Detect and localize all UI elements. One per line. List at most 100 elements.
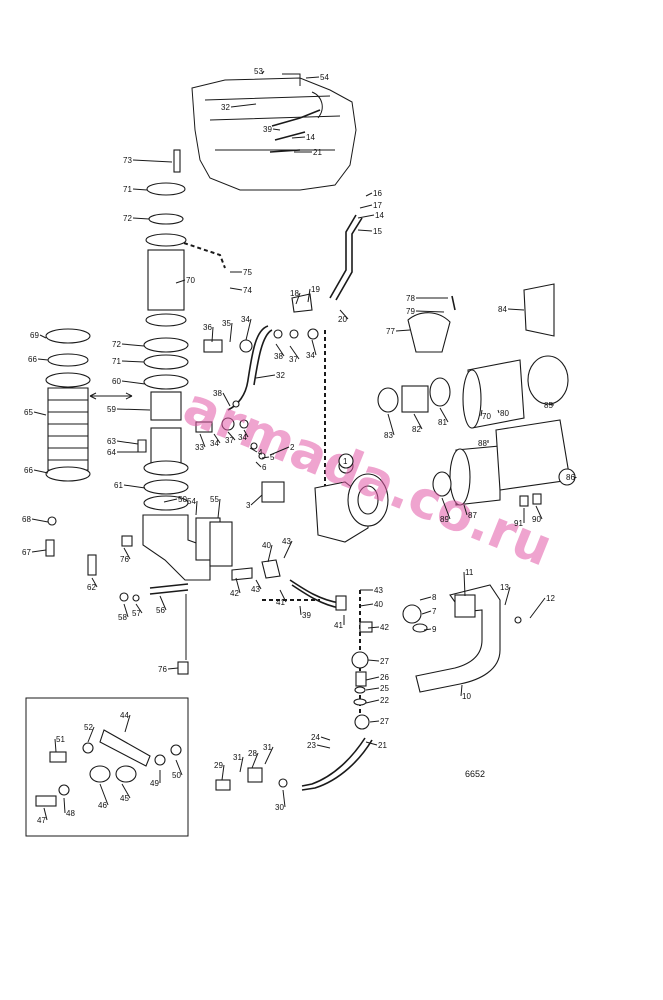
- callout-2: 2: [290, 443, 295, 452]
- leader-line-72: [121, 343, 145, 347]
- leader-line-77: [395, 329, 411, 332]
- leader-line-10: [460, 684, 463, 697]
- callout-14: 14: [375, 211, 384, 220]
- leader-line-59: [116, 408, 151, 411]
- callout-17: 17: [373, 201, 382, 210]
- callout-45: 45: [120, 794, 129, 803]
- callout-69: 69: [30, 331, 39, 340]
- callout-27: 27: [380, 717, 389, 726]
- leader-line-69: [39, 334, 47, 339]
- leader-line-19: [307, 288, 311, 303]
- leader-line-36: [211, 326, 214, 343]
- leader-line-55: [217, 498, 221, 519]
- callout-3: 3: [246, 501, 251, 510]
- leader-line-89: [441, 497, 451, 520]
- leader-line-35: [229, 322, 233, 343]
- callout-71: 71: [112, 357, 121, 366]
- callout-41: 41: [334, 621, 343, 630]
- callout-89: 89: [440, 515, 449, 524]
- leader-line-34: [213, 433, 221, 444]
- leader-line-51: [54, 738, 57, 753]
- leader-line-82: [413, 413, 423, 430]
- callout-38: 38: [213, 389, 222, 398]
- callout-71: 71: [123, 185, 132, 194]
- leader-line-81: [439, 407, 449, 423]
- callout-29: 29: [214, 761, 223, 770]
- callout-48: 48: [66, 809, 75, 818]
- callout-9: 9: [432, 625, 437, 634]
- callout-43: 43: [282, 537, 291, 546]
- leader-line-54: [195, 500, 198, 516]
- leader-line-9: [423, 628, 432, 631]
- callout-28: 28: [248, 749, 257, 758]
- leader-line-54: [305, 76, 320, 79]
- callout-35: 35: [222, 319, 231, 328]
- callout-21: 21: [378, 741, 387, 750]
- callout-4: 4: [258, 448, 263, 457]
- callout-76: 76: [120, 555, 129, 564]
- callout-77: 77: [386, 327, 395, 336]
- water-pipe: [402, 584, 522, 693]
- callout-58: 58: [118, 613, 127, 622]
- callout-49: 49: [150, 779, 159, 788]
- callout-52: 52: [84, 723, 93, 732]
- callout-19: 19: [311, 285, 320, 294]
- leader-line-50: [163, 498, 178, 503]
- callout-34: 34: [210, 439, 219, 448]
- leader-line-61: [123, 484, 146, 489]
- leader-line-32: [230, 103, 257, 108]
- callout-86: 86: [566, 473, 575, 482]
- callout-60: 60: [112, 377, 121, 386]
- callout-57: 57: [132, 609, 141, 618]
- callout-13: 13: [500, 583, 509, 592]
- callout-42: 42: [380, 623, 389, 632]
- lower-fittings: [195, 293, 373, 791]
- leader-line-18: [295, 292, 301, 305]
- leader-line-65: [33, 411, 47, 416]
- leader-line-47: [43, 807, 48, 821]
- callout-51: 51: [56, 735, 65, 744]
- leader-line-66: [33, 469, 49, 474]
- leader-line-43: [255, 579, 262, 590]
- drawing-number: 6652: [465, 769, 485, 779]
- leader-line-76: [123, 547, 131, 560]
- leader-line-71: [132, 188, 148, 191]
- leader-line-45: [121, 783, 131, 799]
- callout-10: 10: [462, 692, 471, 701]
- callout-55: 55: [210, 495, 219, 504]
- leader-line-83: [387, 413, 395, 436]
- callout-73: 73: [123, 156, 132, 165]
- leader-line-13: [504, 586, 511, 606]
- inset-detail-box: [25, 697, 189, 837]
- leader-line-80: [497, 409, 500, 414]
- callout-37: 37: [225, 436, 234, 445]
- callout-78: 78: [406, 294, 415, 303]
- leader-line-2: [269, 446, 290, 456]
- leader-line-52: [87, 726, 95, 743]
- callout-56: 56: [156, 606, 165, 615]
- callout-75: 75: [243, 268, 252, 277]
- leader-line-32: [255, 374, 276, 379]
- leader-line-30: [282, 789, 286, 808]
- callout-33: 33: [195, 443, 204, 452]
- leader-line-66: [37, 358, 49, 361]
- leader-line-39: [299, 605, 302, 616]
- leader-line-70: [480, 409, 483, 417]
- leader-line-15: [357, 229, 373, 232]
- callout-63: 63: [107, 437, 116, 446]
- callout-8: 8: [432, 593, 437, 602]
- callout-70: 70: [186, 276, 195, 285]
- leader-line-24: [320, 736, 331, 741]
- leader-line-73: [132, 159, 173, 163]
- leader-line-42: [367, 626, 380, 629]
- callout-50: 50: [178, 495, 187, 504]
- leader-line-29: [221, 764, 225, 781]
- callout-46: 46: [98, 801, 107, 810]
- leader-line-56: [159, 595, 167, 611]
- callout-74: 74: [243, 286, 252, 295]
- leader-line-34: [243, 429, 249, 438]
- leader-line-33: [199, 433, 206, 448]
- leader-line-68: [31, 518, 49, 523]
